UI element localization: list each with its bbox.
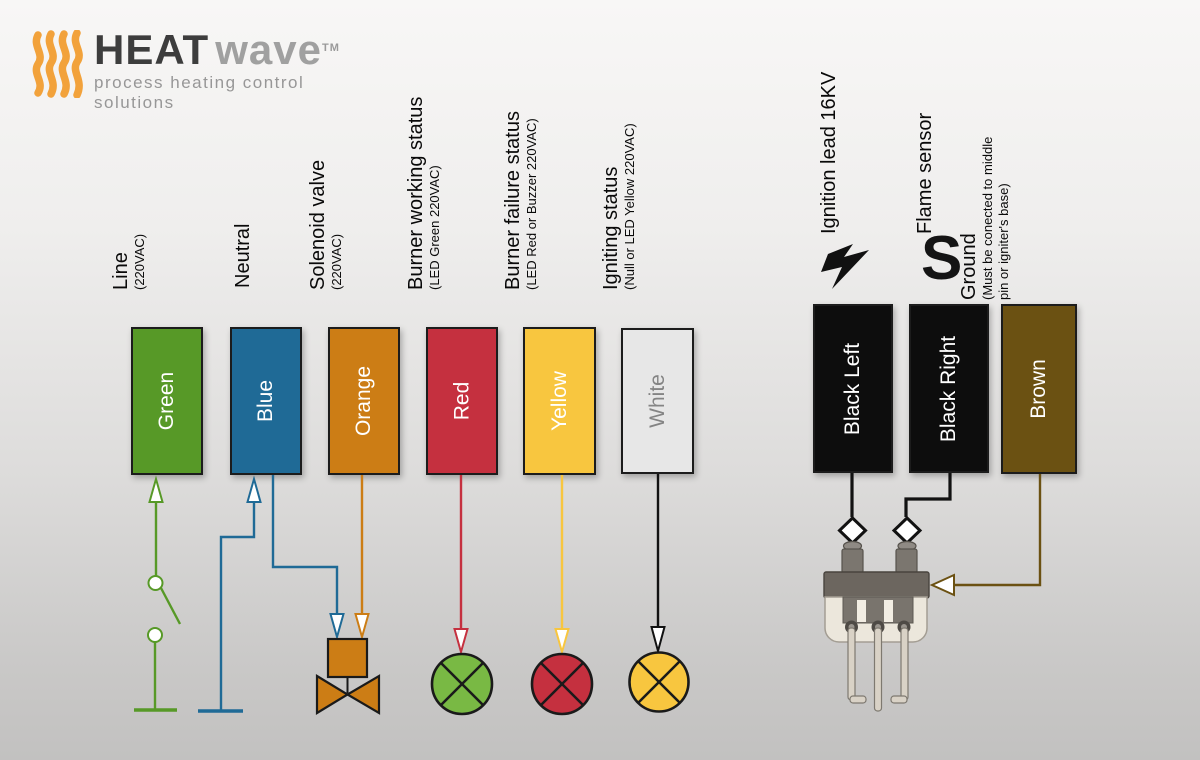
green-up-arrow [148,475,164,503]
igniter-electrodes [847,627,909,712]
logo-trademark: TM [321,42,340,54]
ignition-lead-wires [837,473,952,546]
connector-diamond-left [837,515,868,546]
switch-contact-top [147,575,164,591]
connector-diamond-right [891,515,923,546]
green-wire-circuit [134,475,182,712]
igniter [823,540,930,712]
block-orange: Orange [328,327,400,475]
logo-heat-text: HEAT [94,26,210,73]
orange-wire-circuit [354,475,370,641]
flame-waves-icon [32,30,83,98]
switch-blade [159,587,182,625]
blue-up-arrow [246,475,262,503]
blue-wire-circuit [198,475,345,713]
brown-wire-circuit [929,474,1042,597]
orange-down-arrow [354,613,370,641]
solenoid-valve-symbol [315,637,381,715]
blue-down-arrow [329,613,345,641]
logo-tagline: process heating control solutions [94,73,305,112]
block-black-left: Black Left [813,304,893,473]
block-brown: Brown [1001,304,1077,474]
white-wire-circuit [628,474,690,713]
letter-s-icon: S [921,224,963,293]
brown-left-arrow [929,573,955,597]
logo-wave-text: wave [215,26,322,73]
valve-right-triangle [345,674,381,715]
block-yellow: Yellow [523,327,596,475]
red-down-arrow [453,628,469,656]
block-green: Green [131,327,203,475]
igniter-terminal-right [895,548,918,574]
lightning-bolt-icon [821,244,869,289]
solenoid-coil [326,637,369,679]
block-blue: Blue [230,327,302,475]
yellow-down-arrow [554,628,570,656]
white-down-arrow [650,626,666,655]
igniter-terminal-left [841,548,864,574]
block-white: White [621,328,694,474]
switch-contact-bottom [147,627,163,643]
red-wire-circuit [430,475,494,716]
block-black-right: Black Right [909,304,989,473]
block-red: Red [426,327,498,475]
yellow-wire-circuit [530,475,594,716]
valve-left-triangle [315,674,350,715]
blue-to-solenoid-wire [271,475,339,615]
igniter-top-band [823,571,930,599]
